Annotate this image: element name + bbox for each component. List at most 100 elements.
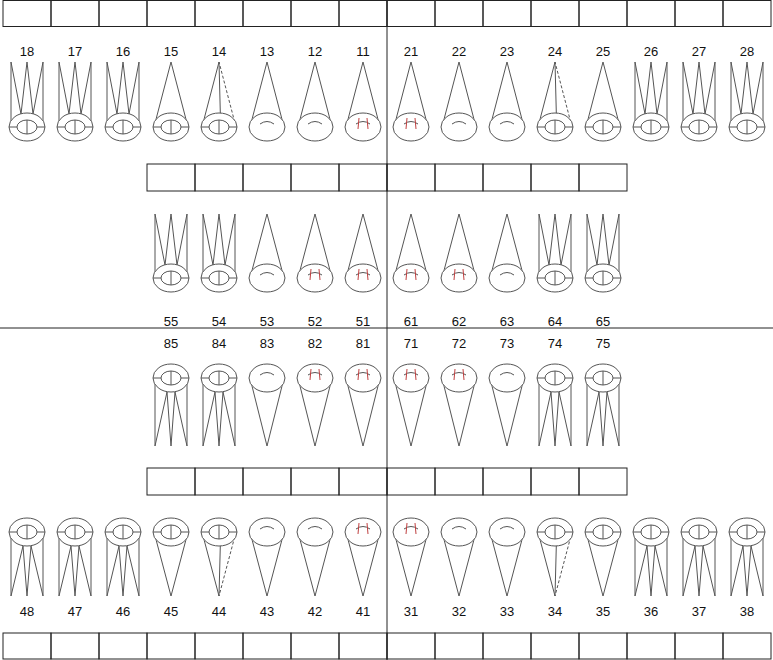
tooth-crown (153, 364, 189, 392)
tooth-number: 17 (55, 44, 95, 60)
surface-line (585, 278, 593, 279)
tooth-crown (105, 518, 141, 546)
surface-line (229, 532, 237, 533)
tooth-number: 72 (439, 336, 479, 352)
occlusal-surface (113, 120, 133, 134)
tooth-number: 63 (487, 314, 527, 330)
tooth-crown (441, 264, 477, 292)
quadrant-divider (0, 328, 773, 329)
tooth-root (11, 62, 43, 114)
occlusal-surface (689, 525, 709, 539)
surface-line (37, 532, 45, 533)
tooth-crown (441, 113, 477, 141)
tooth-root (187, 378, 188, 446)
fissure-line (123, 120, 124, 134)
tooth-root (203, 214, 235, 265)
tooth-crown (393, 264, 429, 292)
surface-line (181, 278, 189, 279)
chart-box (531, 468, 579, 495)
tooth-root (155, 214, 187, 265)
chart-box (291, 633, 339, 659)
tooth-crown (297, 264, 333, 292)
tooth-root (731, 62, 732, 127)
incisal-edge (308, 122, 322, 125)
tooth-number: 85 (151, 336, 191, 352)
caries-mark (358, 269, 359, 280)
surface-line (613, 378, 621, 379)
chart-box (723, 1, 771, 27)
fissure-line (699, 525, 700, 539)
fissure-line (747, 120, 748, 134)
incisal-edge (260, 122, 274, 125)
surface-line (181, 378, 189, 379)
tooth-root (219, 392, 235, 446)
tooth-crown (537, 518, 573, 546)
occlusal-surface (209, 371, 229, 385)
caries-mark (367, 369, 368, 380)
tooth-root (11, 546, 27, 596)
tooth-root (235, 214, 236, 278)
incisal-edge (500, 527, 514, 530)
tooth-crown (489, 518, 525, 546)
tooth-root (587, 214, 619, 265)
tooth-root (59, 62, 60, 127)
surface-line (229, 378, 237, 379)
caries-mark (310, 269, 311, 280)
chart-box (435, 633, 483, 659)
tooth-crown (249, 364, 285, 392)
chart-box (435, 164, 483, 191)
fissure-line (603, 371, 604, 385)
incisal-edge (452, 122, 466, 125)
chart-box (147, 164, 195, 191)
chart-box (435, 1, 483, 27)
fissure-line (219, 371, 220, 385)
tooth-number: 82 (295, 336, 335, 352)
chart-box (387, 164, 435, 191)
tooth-root (635, 62, 667, 114)
chart-box (3, 1, 51, 27)
tooth-root (603, 392, 619, 446)
caries-mark (415, 369, 416, 380)
tooth-number: 81 (343, 336, 383, 352)
fissure-line (699, 120, 700, 134)
tooth-root (587, 214, 588, 278)
chart-box (339, 468, 387, 495)
surface-line (585, 127, 593, 128)
fissure-line (603, 271, 604, 285)
tooth-number: 23 (487, 44, 527, 60)
surface-line (57, 127, 65, 128)
tooth-crown (345, 364, 381, 392)
tooth-crown (585, 264, 621, 292)
tooth-number: 12 (295, 44, 335, 60)
chart-box (243, 1, 291, 27)
chart-box (51, 1, 99, 27)
tooth-crown (345, 113, 381, 141)
tooth-root (683, 62, 715, 114)
caries-mark (406, 523, 407, 534)
tooth-root (763, 532, 764, 596)
tooth-root (683, 62, 684, 127)
caries-mark (415, 118, 416, 129)
tooth-root (731, 532, 732, 596)
tooth-root (715, 62, 716, 127)
incisal-edge (260, 273, 274, 276)
chart-box (243, 164, 291, 191)
caries-mark (463, 369, 464, 380)
tooth-crown (489, 364, 525, 392)
tooth-number: 32 (439, 604, 479, 620)
tooth-crown (201, 518, 237, 546)
surface-line (537, 278, 545, 279)
tooth-root (747, 546, 763, 596)
tooth-crown (537, 113, 573, 141)
tooth-number: 41 (343, 604, 383, 620)
surface-line (201, 278, 209, 279)
tooth-root (235, 378, 236, 446)
surface-line (105, 127, 113, 128)
tooth-root (107, 62, 139, 114)
surface-line (105, 532, 113, 533)
tooth-root (91, 532, 92, 596)
surface-line (201, 127, 209, 128)
tooth-crown (153, 264, 189, 292)
surface-line (133, 532, 141, 533)
